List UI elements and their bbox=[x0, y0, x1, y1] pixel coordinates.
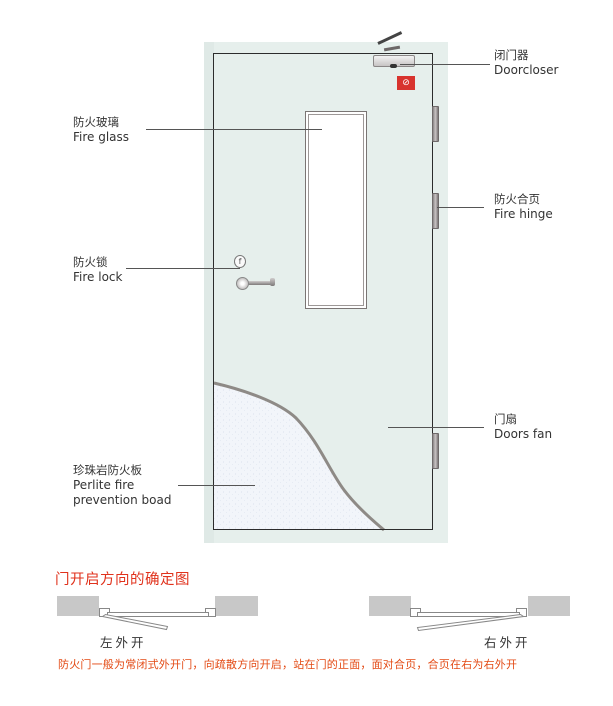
leader-perlite bbox=[178, 485, 255, 486]
label-fire-glass-zh: 防火玻璃 bbox=[73, 115, 119, 129]
hinge-bottom-icon bbox=[432, 433, 439, 469]
label-door-fan-zh: 门扇 bbox=[494, 412, 517, 426]
lock-cylinder-icon: f bbox=[234, 255, 246, 268]
label-fire-lock: 防火锁 Fire lock bbox=[73, 255, 122, 285]
caption-right-outward: 右外开 bbox=[484, 635, 531, 650]
caption-left-outward: 左外开 bbox=[100, 635, 147, 650]
label-doorcloser: 闭门器 Doorcloser bbox=[494, 48, 558, 78]
label-perlite-en-line1: Perlite fire bbox=[73, 478, 135, 492]
wall-right-b bbox=[528, 596, 570, 616]
leader-fire-glass bbox=[146, 129, 322, 130]
door-edge-shade bbox=[204, 42, 214, 543]
label-perlite: 珍珠岩防火板 Perlite fire prevention boad bbox=[73, 463, 172, 508]
perlite-board-illustration bbox=[213, 381, 385, 532]
label-door-fan: 门扇 Doors fan bbox=[494, 412, 552, 442]
label-fire-hinge: 防火合页 Fire hinge bbox=[494, 192, 553, 222]
lever-handle-rose-icon bbox=[236, 277, 249, 290]
wall-left-b bbox=[215, 596, 258, 616]
fire-glass-window bbox=[305, 111, 367, 309]
label-fire-lock-en: Fire lock bbox=[73, 270, 123, 284]
opening-direction-title: 门开启方向的确定图 bbox=[55, 572, 190, 588]
right-outward-door-swing bbox=[410, 608, 527, 632]
leader-fire-lock bbox=[126, 268, 240, 269]
wall-left-a bbox=[57, 596, 99, 616]
label-perlite-en-line2: prevention boad bbox=[73, 493, 172, 507]
lever-handle-tip bbox=[270, 278, 275, 286]
label-fire-glass-en: Fire glass bbox=[73, 130, 130, 144]
left-outward-door-swing bbox=[99, 608, 216, 631]
opening-direction-note: 防火门一般为常闭式外开门，向疏散方向开启，站在门的正面，面对合页，合页在右为右外… bbox=[58, 658, 518, 671]
label-door-fan-en: Doors fan bbox=[494, 427, 553, 441]
label-fire-hinge-en: Fire hinge bbox=[494, 207, 553, 221]
fire-safety-sign-icon: ⊘ bbox=[397, 76, 415, 90]
hinge-middle-icon bbox=[432, 193, 439, 229]
label-perlite-zh: 珍珠岩防火板 bbox=[73, 463, 142, 477]
label-doorcloser-en: Doorcloser bbox=[494, 63, 559, 77]
label-doorcloser-zh: 闭门器 bbox=[494, 48, 529, 62]
hinge-top-icon bbox=[432, 106, 439, 142]
fire-glass-inner-frame bbox=[308, 114, 364, 306]
door-leaf-outline bbox=[213, 53, 433, 530]
label-fire-hinge-zh: 防火合页 bbox=[494, 192, 540, 206]
label-fire-lock-zh: 防火锁 bbox=[73, 255, 108, 269]
door-closer-pivot bbox=[390, 64, 397, 68]
label-fire-glass: 防火玻璃 Fire glass bbox=[73, 115, 129, 145]
wall-right-a bbox=[369, 596, 411, 616]
leader-door-fan bbox=[388, 427, 484, 428]
lever-handle-bar bbox=[241, 281, 274, 285]
leader-fire-hinge bbox=[437, 207, 484, 208]
leader-doorcloser bbox=[400, 64, 490, 65]
